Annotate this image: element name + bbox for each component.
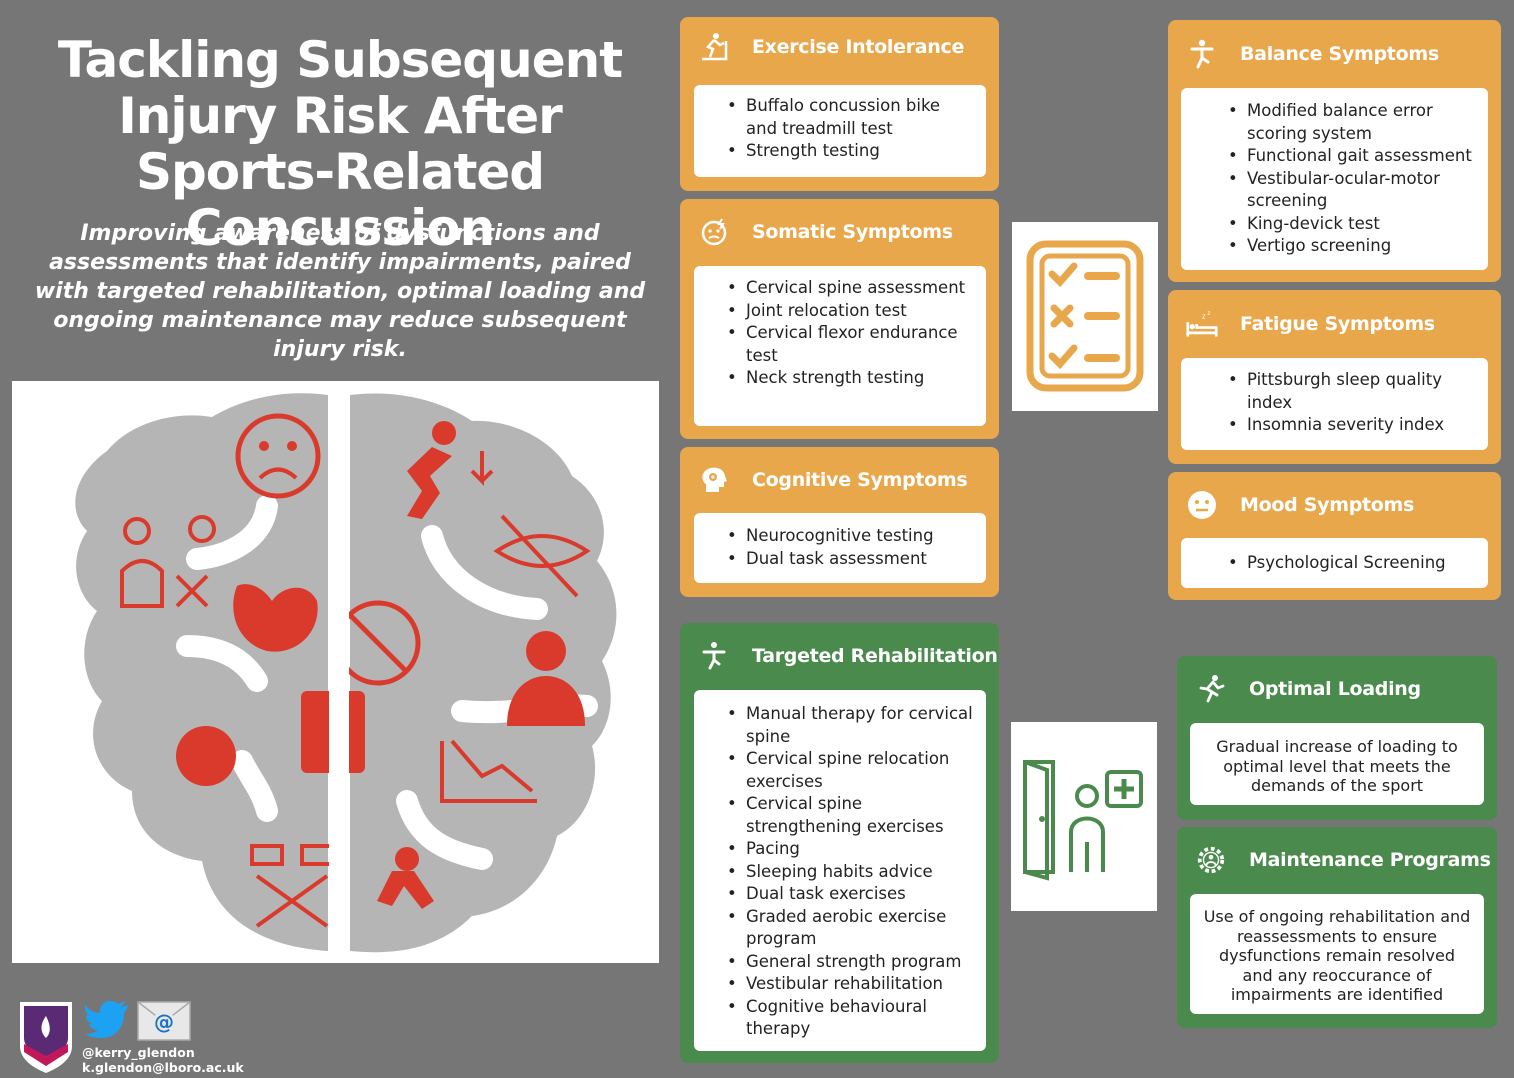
maintenance-programs-card: Maintenance Programs Use of ongoing reha… [1177,827,1497,1028]
list-item: Vertigo screening [1225,235,1478,258]
list-item: Cervical spine assessment [724,277,974,300]
card-title: Somatic Symptoms [752,221,953,243]
running-fall-icon [432,421,456,445]
page-title: Tackling Subsequent Injury Risk After Sp… [57,31,623,257]
sad-face-icon [235,413,321,499]
stretch-person-icon [698,640,730,672]
fatigue-symptoms-card: zz Fatigue Symptoms Pittsburgh sleep qua… [1168,290,1501,464]
gear-bulb-icon [123,517,151,545]
headache-icon [698,216,730,248]
list-item: Modified balance error scoring system [1225,100,1478,145]
email-icon[interactable]: @ [136,1000,192,1042]
list-item: King-devick test [1225,213,1478,236]
university-logo [16,998,76,1074]
twitter-icon[interactable] [84,1000,128,1038]
exercise-intolerance-card: Exercise Intolerance Buffalo concussion … [680,17,999,191]
list-item: Neurocognitive testing [724,525,974,548]
list-item: Vestibular-ocular-motor screening [1225,168,1478,213]
list-item: Cervical spine relocation exercises [724,748,976,793]
list-item: General strength program [724,951,976,974]
list-item: Cervical spine strengthening exercises [724,793,976,838]
dizzy-head-icon [176,726,236,786]
card-title: Balance Symptoms [1240,43,1439,65]
social-x-icon [250,844,284,866]
card-title: Mood Symptoms [1240,494,1415,516]
optimal-loading-card: Optimal Loading Gradual increase of load… [1177,656,1497,820]
contact-info: @kerry_glendon k.glendon@lboro.ac.uk [82,1045,244,1075]
list-item: Manual therapy for cervical spine [724,703,976,748]
balance-person-icon [1186,38,1218,70]
neutral-face-icon [1186,489,1218,521]
cognitive-symptoms-card: Cognitive Symptoms Neurocognitive testin… [680,447,999,597]
checklist-icon [1012,222,1158,411]
running-icon [1195,673,1227,705]
list-item: Pacing [724,838,976,861]
balance-symptoms-card: Balance Symptoms Modified balance error … [1168,20,1501,282]
email-address[interactable]: k.glendon@lboro.ac.uk [82,1060,244,1075]
card-title: Targeted Rehabilitation [752,645,998,667]
mood-symptoms-card: Mood Symptoms Psychological Screening [1168,472,1501,600]
list-item: Strength testing [724,140,974,163]
decline-chart-icon [440,741,537,803]
confused-head-icon [120,559,164,608]
list-item: Cervical flexor endurance test [724,322,974,367]
list-item: Dual task exercises [724,883,976,906]
list-item: Buffalo concussion bike and treadmill te… [724,95,974,140]
card-title: Exercise Intolerance [752,36,965,58]
brain-left-hemisphere [75,393,328,951]
list-item: Vestibular rehabilitation [724,973,976,996]
list-item: Sleeping habits advice [724,861,976,884]
list-item: Functional gait assessment [1225,145,1478,168]
somatic-symptoms-card: Somatic Symptoms Cervical spine assessme… [680,199,999,439]
twitter-handle[interactable]: @kerry_glendon [82,1045,195,1060]
muscle-arm-icon [233,584,318,652]
list-item: Cognitive behavioural therapy [724,996,976,1041]
list-item: Dual task assessment [724,548,974,571]
card-description: Gradual increase of loading to optimal l… [1216,737,1458,795]
card-title: Optimal Loading [1249,678,1421,700]
list-item: Psychological Screening [1225,552,1478,575]
brain-gear-icon [698,464,730,496]
targeted-rehabilitation-card: Targeted Rehabilitation Manual therapy f… [680,623,999,1063]
clinic-door-icon [1011,722,1157,911]
list-item: Neck strength testing [724,367,974,390]
neck-pain-icon [526,631,566,671]
treadmill-icon [698,31,730,63]
card-title: Cognitive Symptoms [752,469,968,491]
card-description: Use of ongoing rehabilitation and reasse… [1203,907,1471,1004]
card-title: Maintenance Programs [1249,849,1491,871]
card-title: Fatigue Symptoms [1240,313,1435,335]
list-item: Joint relocation test [724,300,974,323]
brain-icon-graphic [75,389,617,959]
svg-text:z: z [1207,310,1210,317]
brain-illustration [12,381,659,963]
svg-text:z: z [1202,313,1206,321]
svg-text:@: @ [154,1010,174,1034]
list-item: Insomnia severity index [1225,414,1478,437]
page-subtitle: Improving awareness of dysfunctions and … [34,221,646,362]
list-item: Pittsburgh sleep quality index [1225,369,1478,414]
gear-person-icon [1195,844,1227,876]
list-item: Graded aerobic exercise program [724,906,976,951]
slip-fall-icon [395,847,419,871]
